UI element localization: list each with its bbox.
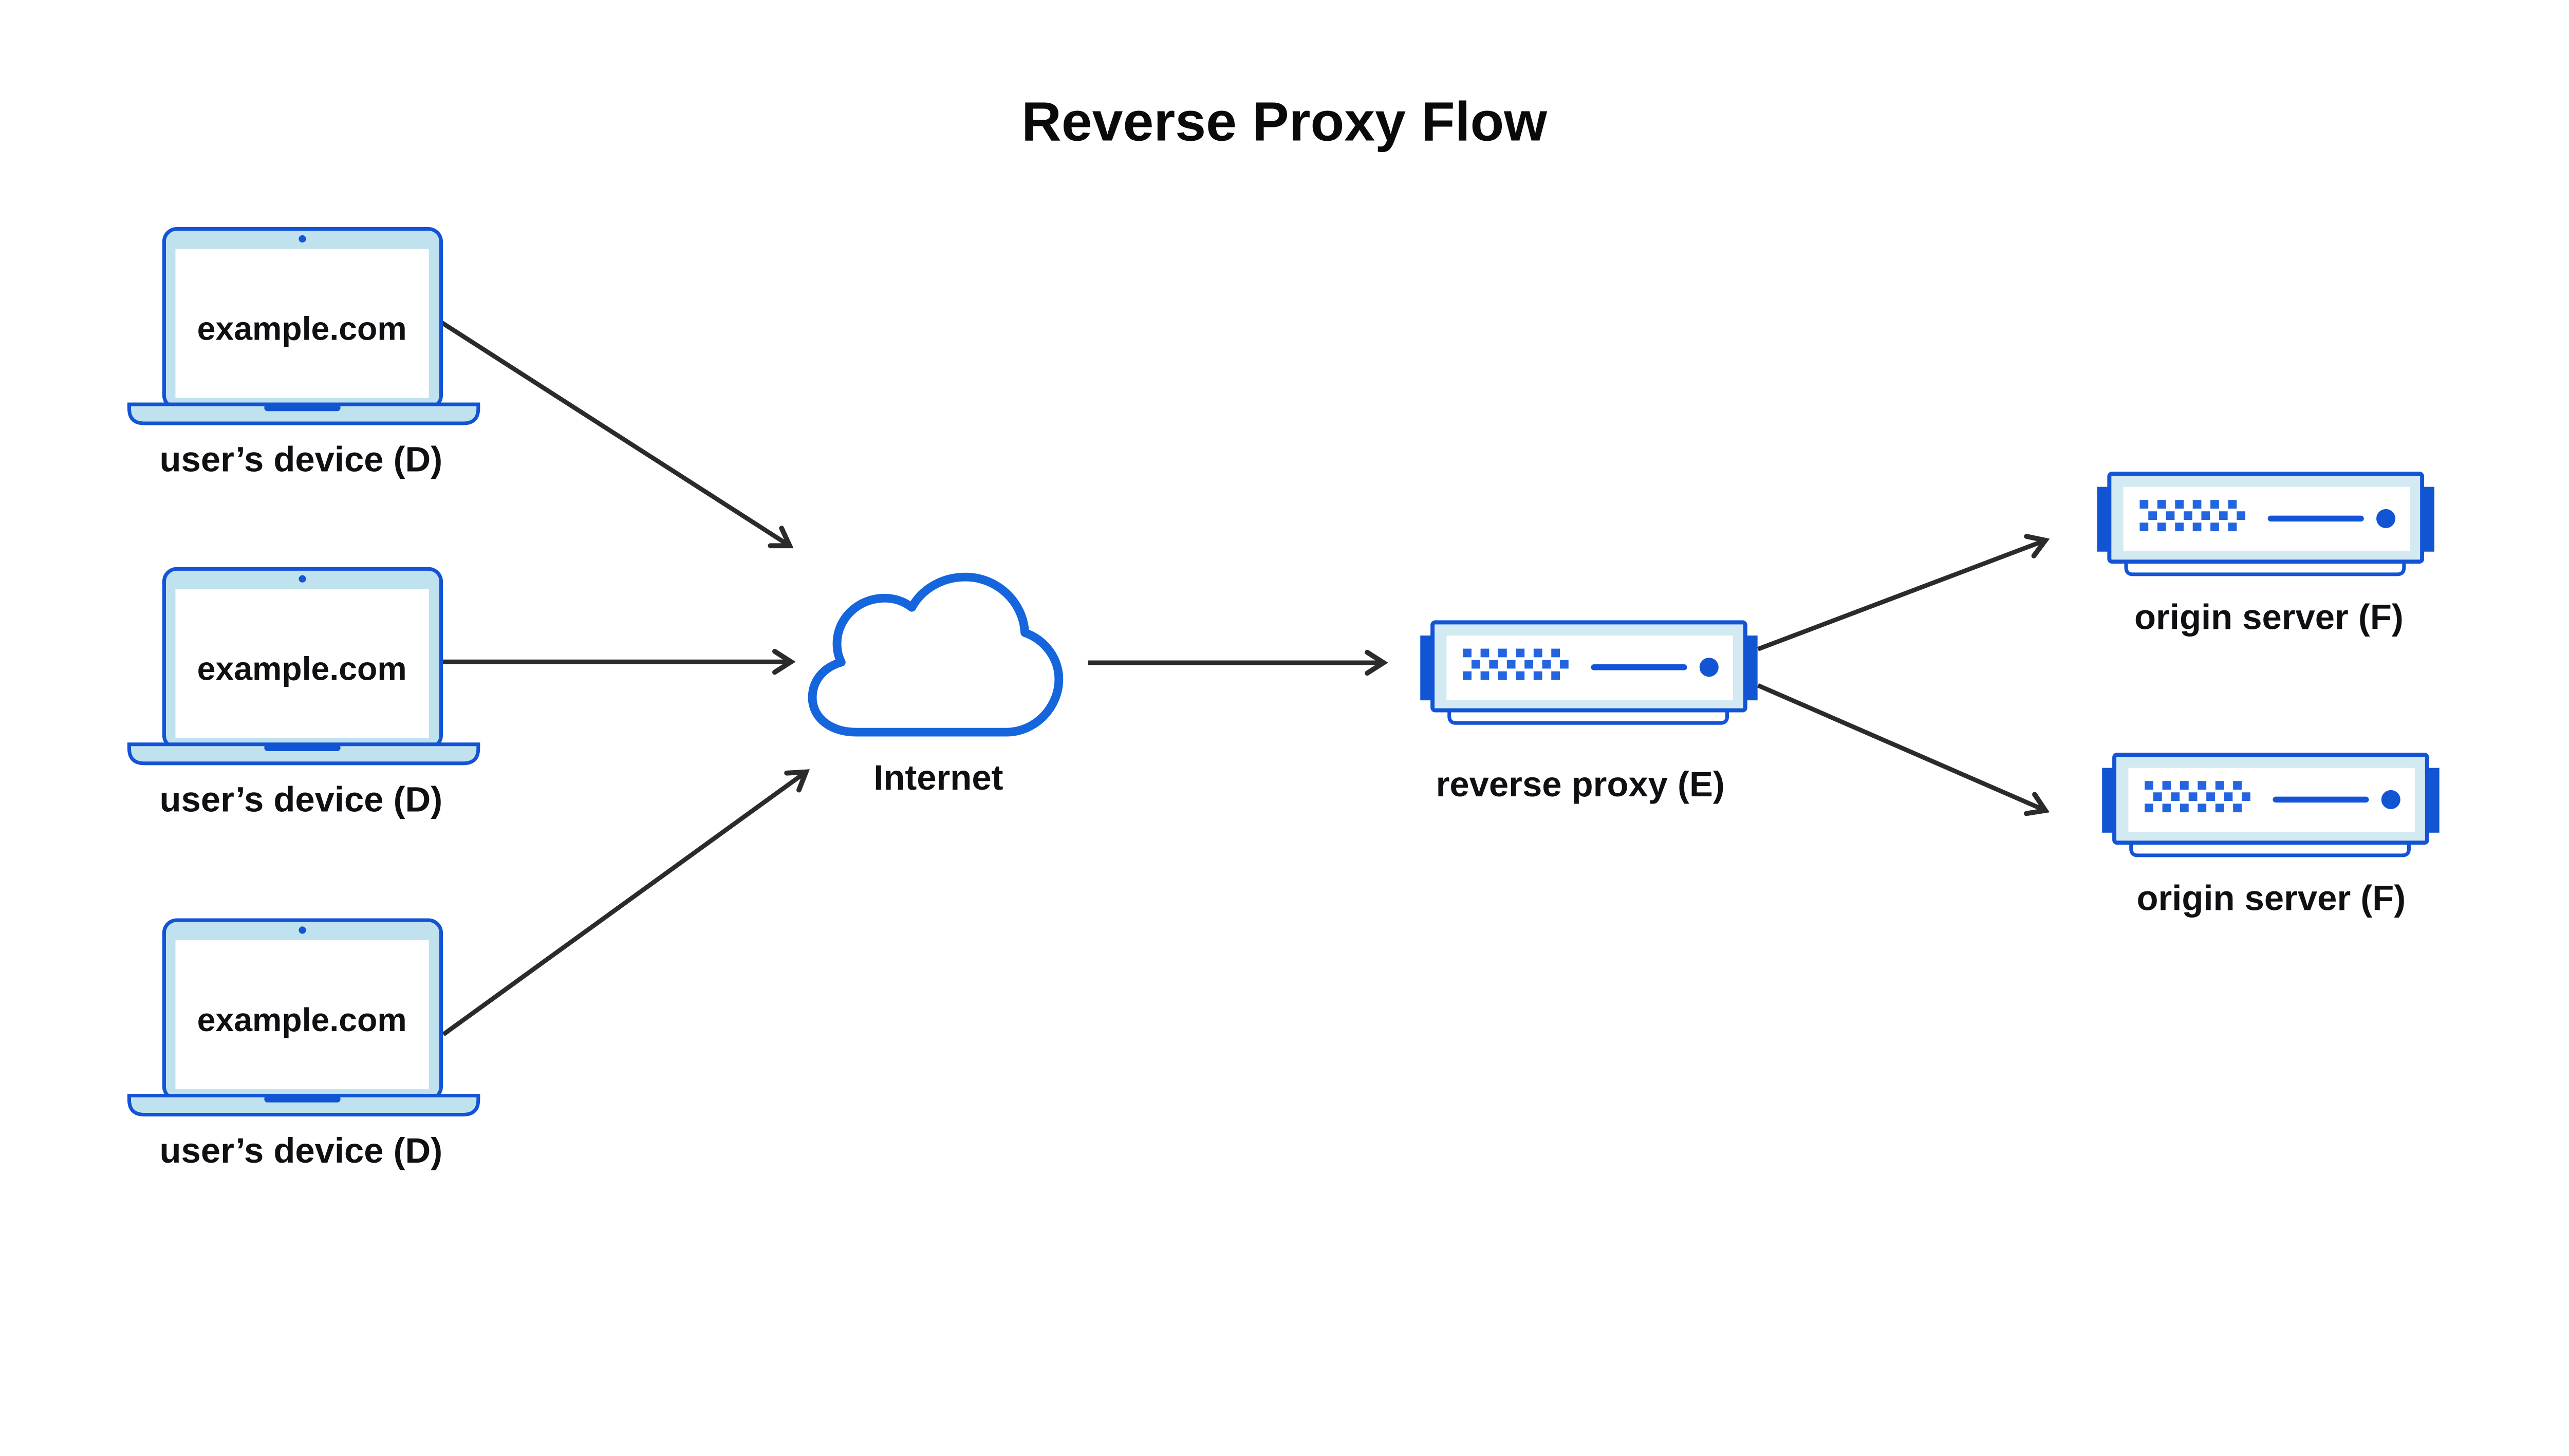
server-icon	[2097, 474, 2434, 574]
internet-label: Internet	[873, 758, 1003, 797]
device-label: user’s device (D)	[160, 779, 443, 819]
page-title: Reverse Proxy Flow	[1021, 91, 1547, 153]
node-reverse-proxy: reverse proxy (E)	[1420, 622, 1757, 804]
origin-server-label: origin server (F)	[2136, 879, 2406, 918]
device-screen-text: example.com	[197, 310, 407, 347]
device-label: user’s device (D)	[160, 1131, 443, 1170]
device-label: user’s device (D)	[160, 440, 443, 479]
node-user-device-3: example.com user’s device (D)	[129, 920, 478, 1170]
server-icon	[1420, 622, 1757, 723]
reverse-proxy-flow-diagram: Reverse Proxy Flow example.com user’s de…	[0, 91, 2569, 1170]
node-internet: Internet	[812, 577, 1059, 797]
diagram-stage: Reverse Proxy Flow example.com user’s de…	[0, 90, 2569, 1171]
device-screen-text: example.com	[197, 1001, 407, 1038]
node-user-device-1: example.com user’s device (D)	[129, 229, 478, 479]
arrow-device1-to-internet	[440, 321, 794, 549]
node-user-device-2: example.com user’s device (D)	[129, 569, 478, 819]
node-origin-server-1: origin server (F)	[2097, 474, 2434, 637]
device-screen-text: example.com	[197, 650, 407, 687]
arrow-proxy-to-origin2	[1757, 683, 2050, 816]
arrow-device3-to-internet	[442, 769, 810, 1036]
node-origin-server-2: origin server (F)	[2102, 755, 2439, 918]
internet-cloud-icon	[812, 577, 1059, 732]
reverse-proxy-label: reverse proxy (E)	[1436, 764, 1725, 804]
origin-server-label: origin server (F)	[2134, 598, 2404, 637]
arrow-proxy-to-origin1	[1757, 534, 2050, 651]
server-icon	[2102, 755, 2439, 855]
